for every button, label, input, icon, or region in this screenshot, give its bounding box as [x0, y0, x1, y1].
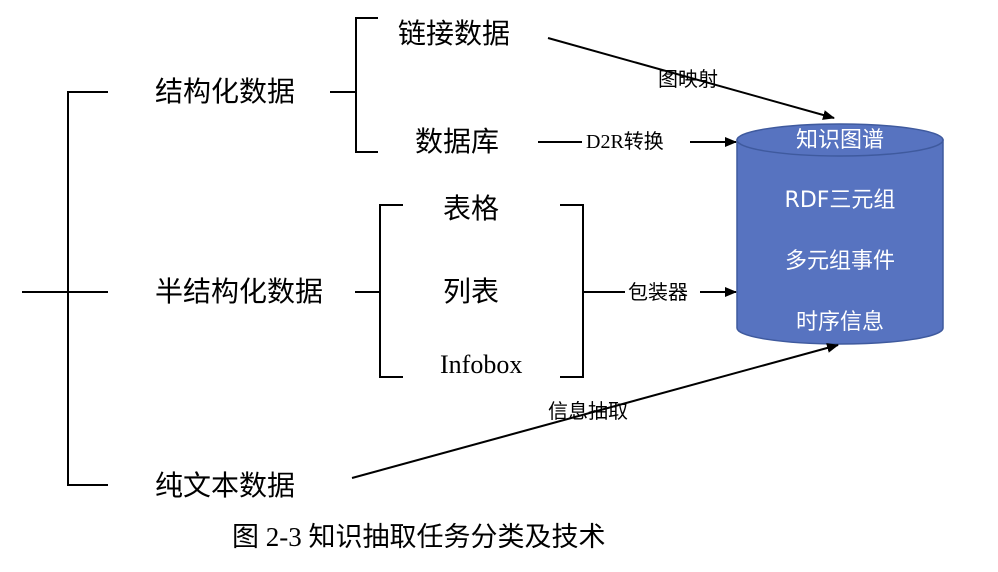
linked-data-label: 链接数据 [398, 17, 511, 50]
kg-item-rdf-triple: RDF三元组 [784, 188, 896, 213]
edge-label-plain-text: 信息抽取 [548, 399, 628, 423]
edge-label-linked-data: 图映射 [658, 67, 718, 91]
knowledge-graph-title: 知识图谱 [795, 128, 884, 153]
knowledge-graph-cylinder [736, 123, 944, 345]
list-label: 列表 [443, 275, 500, 308]
arrow-linked-data [547, 37, 835, 120]
semi-structured-left-bracket [355, 204, 403, 378]
kg-item-temporal-info: 时序信息 [795, 310, 884, 335]
edge-label-semi-structured: 包装器 [628, 280, 688, 304]
structured-data-label: 结构化数据 [155, 75, 296, 108]
edge-label-database: D2R转换 [586, 131, 664, 153]
main-bracket [22, 91, 108, 486]
structured-bracket [330, 17, 378, 153]
plain-text-data-label: 纯文本数据 [155, 469, 296, 502]
arrow-plain-text [351, 343, 839, 479]
database-label: 数据库 [415, 125, 500, 158]
semi-structured-right-bracket [560, 204, 584, 378]
kg-item-multi-tuple-event: 多元组事件 [784, 249, 895, 274]
figure-caption: 图 2-3 知识抽取任务分类及技术 [232, 522, 606, 552]
semi-structured-data-label: 半结构化数据 [155, 275, 324, 308]
infobox-label: Infobox [440, 350, 523, 379]
table-label: 表格 [443, 192, 500, 225]
